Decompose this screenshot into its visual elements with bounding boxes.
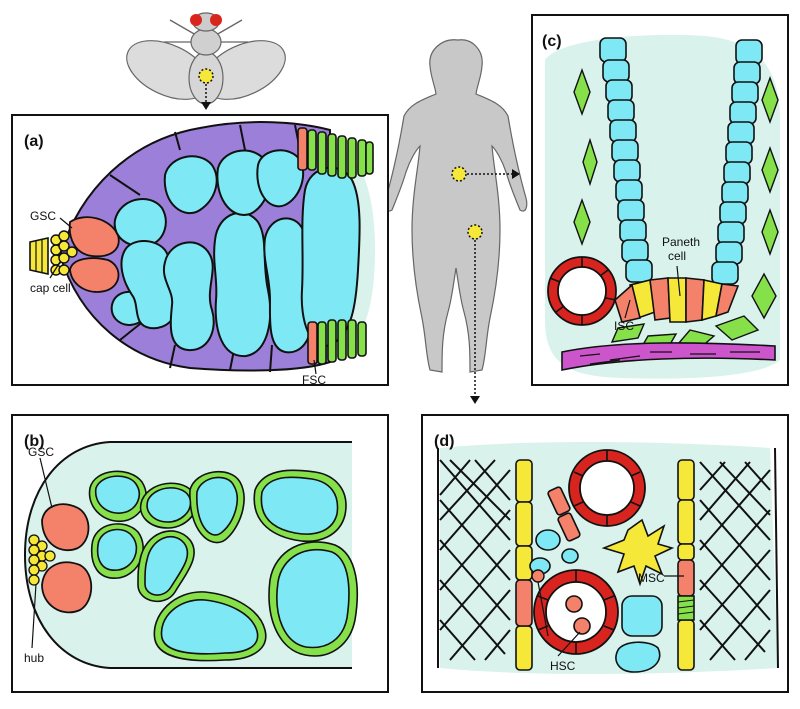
fsc-label: FSC [302,373,326,387]
hsc-label: HSC [550,659,576,673]
isc-label: ISC [614,319,634,333]
panel-c-tag: (c) [542,33,562,50]
msc-label: MSC [638,571,665,585]
paneth-label-line2: cell [668,249,686,263]
panel-b-tag: (b) [24,433,44,450]
cap-cell-label: cap cell [30,281,71,295]
human-silhouette-icon [384,39,528,404]
hub-label: hub [24,651,44,665]
panel-a-tag: (a) [24,133,44,150]
panel-d-tag: (d) [434,433,454,450]
gsc-label-a: GSC [30,209,56,223]
panel-c: (c) Paneth cell ISC [531,14,789,386]
panel-b: (b) GSC hub [11,414,389,693]
fly-icon [126,12,286,110]
gsc-label-b: GSC [28,445,54,459]
paneth-label-line1: Paneth [662,235,700,249]
panel-a: (a) GSC cap cell FSC [11,114,389,387]
panel-d: (d) MSC HSC [421,414,789,693]
